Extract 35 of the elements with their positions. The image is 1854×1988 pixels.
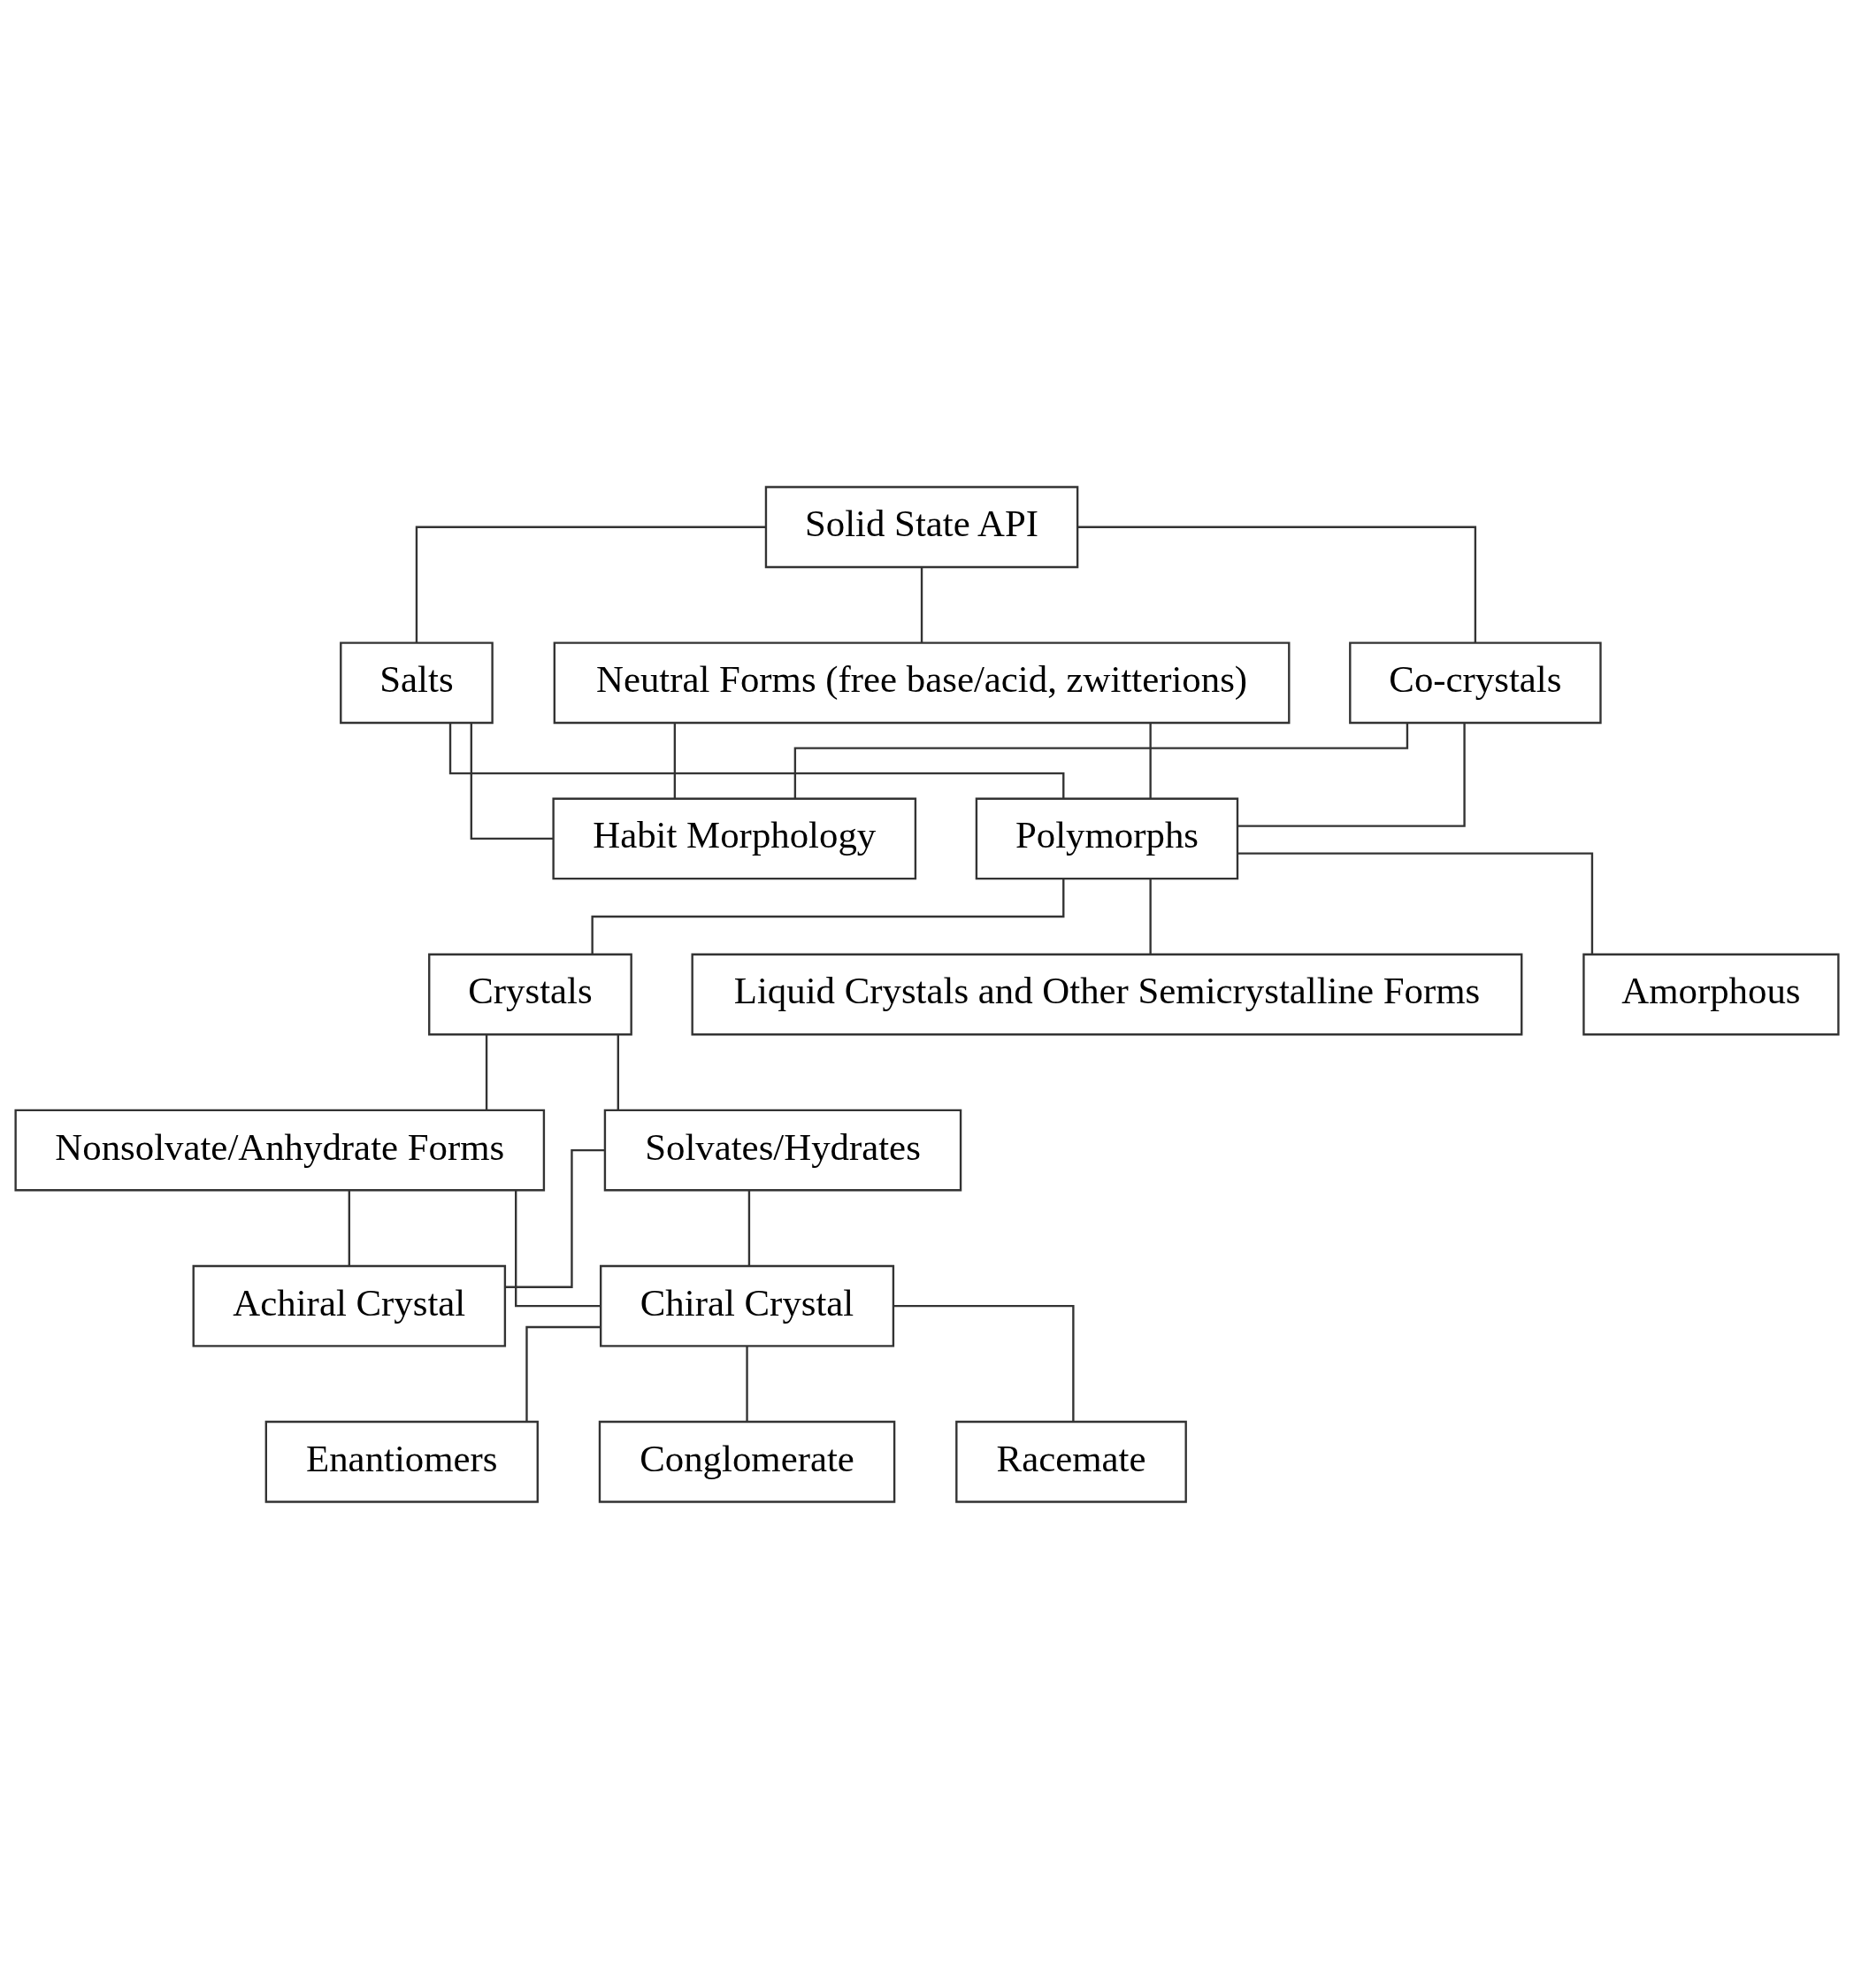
node-box: Polymorphs [975,797,1239,879]
node-box: Conglomerate [598,1420,896,1503]
node-box: Neutral Forms (free base/acid, zwitterions) [553,641,1291,724]
connector [617,1033,619,1109]
node-box: Solid State API [764,485,1079,568]
connector [515,1189,601,1307]
node-box: Achiral Crystal [192,1264,507,1347]
node-box: Nonsolvate/Anhydrate Forms [14,1109,546,1191]
connector [1149,722,1152,798]
connector [591,879,1065,954]
node-box: Solvates/Hydrates [603,1109,962,1191]
node-box: Liquid Crystals and Other Semicrystalline Forms [691,953,1523,1035]
connector [1237,723,1466,827]
connector [673,722,677,798]
connector [893,1304,1075,1422]
connector [747,1189,751,1265]
connector [920,566,923,642]
connector [485,1033,488,1109]
node-box: Enantiomers [264,1420,539,1503]
node-box: Amorphous [1582,953,1840,1035]
connector [415,526,766,642]
connector [470,722,554,840]
node-box: Co-crystals [1349,641,1602,724]
node-box: Crystals [428,953,632,1035]
connector [746,1346,748,1421]
node-box: Habit Morphology [552,797,917,879]
connector [504,1148,605,1288]
node-box: Racemate [955,1420,1187,1503]
connector [1077,526,1477,642]
connector [525,1325,601,1422]
node-box: Salts [340,641,494,724]
node-box: Chiral Crystal [599,1264,895,1347]
connector [348,1189,350,1265]
connector [1237,851,1594,955]
connector [1149,878,1152,954]
